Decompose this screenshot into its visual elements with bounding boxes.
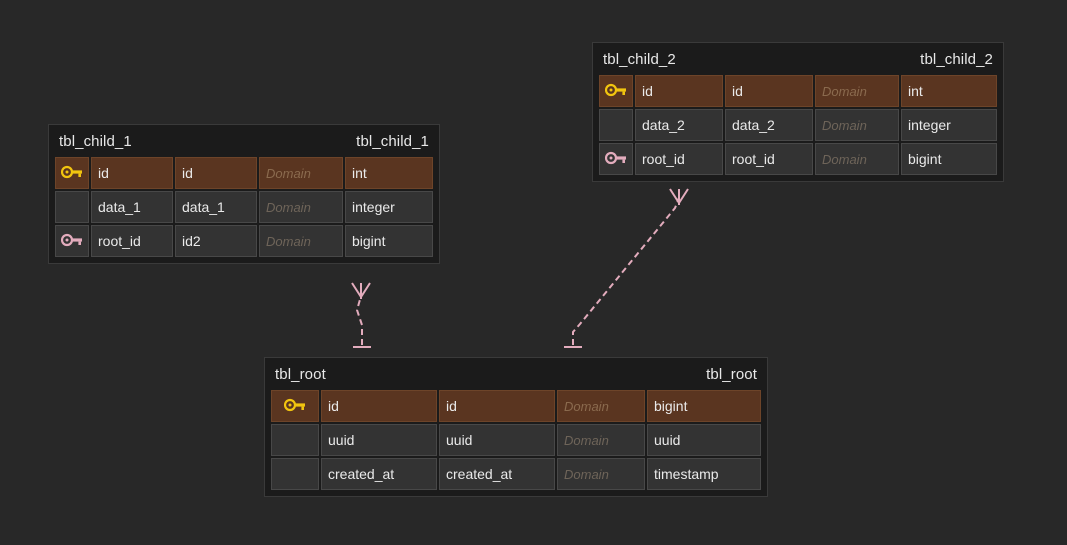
entity-name-right: tbl_root	[706, 365, 757, 383]
column-data-type[interactable]: bigint	[901, 143, 997, 175]
entity-name-left: tbl_child_2	[603, 50, 676, 68]
column-data-type[interactable]: bigint	[345, 225, 433, 257]
column-data-type[interactable]: bigint	[647, 390, 761, 422]
crowsfoot-many-marker	[351, 282, 371, 299]
column-logical-name[interactable]: data_1	[91, 191, 173, 223]
column-logical-name[interactable]: data_2	[635, 109, 723, 141]
column-key-cell[interactable]	[599, 143, 633, 175]
column-key-cell[interactable]	[271, 390, 319, 422]
primary-key-icon	[283, 398, 306, 415]
column-physical-name[interactable]: id2	[175, 225, 257, 257]
entity-header-tbl_child_1[interactable]: tbl_child_1 tbl_child_1	[49, 125, 439, 157]
column-logical-name[interactable]: uuid	[321, 424, 437, 456]
column-logical-name[interactable]: id	[321, 390, 437, 422]
column-data-type[interactable]: integer	[345, 191, 433, 223]
column-logical-name[interactable]: id	[635, 75, 723, 107]
primary-key-icon	[604, 83, 627, 100]
column-domain[interactable]: Domain	[259, 225, 343, 257]
relationship-rel-root-child1[interactable]	[351, 282, 371, 348]
column-physical-name[interactable]: data_1	[175, 191, 257, 223]
column-key-cell[interactable]	[271, 424, 319, 456]
foreign-key-icon	[604, 151, 627, 168]
column-key-cell[interactable]	[599, 75, 633, 107]
entity-name-right: tbl_child_2	[920, 50, 993, 68]
column-data-type[interactable]: uuid	[647, 424, 761, 456]
column-data-type[interactable]: int	[901, 75, 997, 107]
entity-name-left: tbl_child_1	[59, 132, 132, 150]
column-domain[interactable]: Domain	[815, 75, 899, 107]
column-key-cell[interactable]	[271, 458, 319, 490]
relationship-rel-root-child2[interactable]	[564, 188, 689, 348]
column-domain[interactable]: Domain	[259, 191, 343, 223]
column-physical-name[interactable]: id	[439, 390, 555, 422]
column-data-type[interactable]: integer	[901, 109, 997, 141]
column-key-cell[interactable]	[55, 225, 89, 257]
crowsfoot-many-marker	[669, 188, 689, 205]
column-physical-name[interactable]: id	[725, 75, 813, 107]
column-domain[interactable]: Domain	[557, 424, 645, 456]
primary-key-icon	[60, 165, 83, 182]
foreign-key-icon	[60, 233, 83, 250]
column-logical-name[interactable]: created_at	[321, 458, 437, 490]
column-domain[interactable]: Domain	[259, 157, 343, 189]
column-domain[interactable]: Domain	[815, 109, 899, 141]
column-physical-name[interactable]: data_2	[725, 109, 813, 141]
column-logical-name[interactable]: id	[91, 157, 173, 189]
column-data-type[interactable]: int	[345, 157, 433, 189]
entity-name-left: tbl_root	[275, 365, 326, 383]
column-logical-name[interactable]: root_id	[91, 225, 173, 257]
column-physical-name[interactable]: id	[175, 157, 257, 189]
column-key-cell[interactable]	[55, 157, 89, 189]
entity-header-tbl_child_2[interactable]: tbl_child_2 tbl_child_2	[593, 43, 1003, 75]
column-domain[interactable]: Domain	[815, 143, 899, 175]
entity-header-tbl_root[interactable]: tbl_root tbl_root	[265, 358, 767, 390]
column-domain[interactable]: Domain	[557, 390, 645, 422]
column-data-type[interactable]: timestamp	[647, 458, 761, 490]
column-logical-name[interactable]: root_id	[635, 143, 723, 175]
column-key-cell[interactable]	[599, 109, 633, 141]
column-key-cell[interactable]	[55, 191, 89, 223]
column-physical-name[interactable]: uuid	[439, 424, 555, 456]
column-physical-name[interactable]: root_id	[725, 143, 813, 175]
column-physical-name[interactable]: created_at	[439, 458, 555, 490]
entity-name-right: tbl_child_1	[356, 132, 429, 150]
column-domain[interactable]: Domain	[557, 458, 645, 490]
